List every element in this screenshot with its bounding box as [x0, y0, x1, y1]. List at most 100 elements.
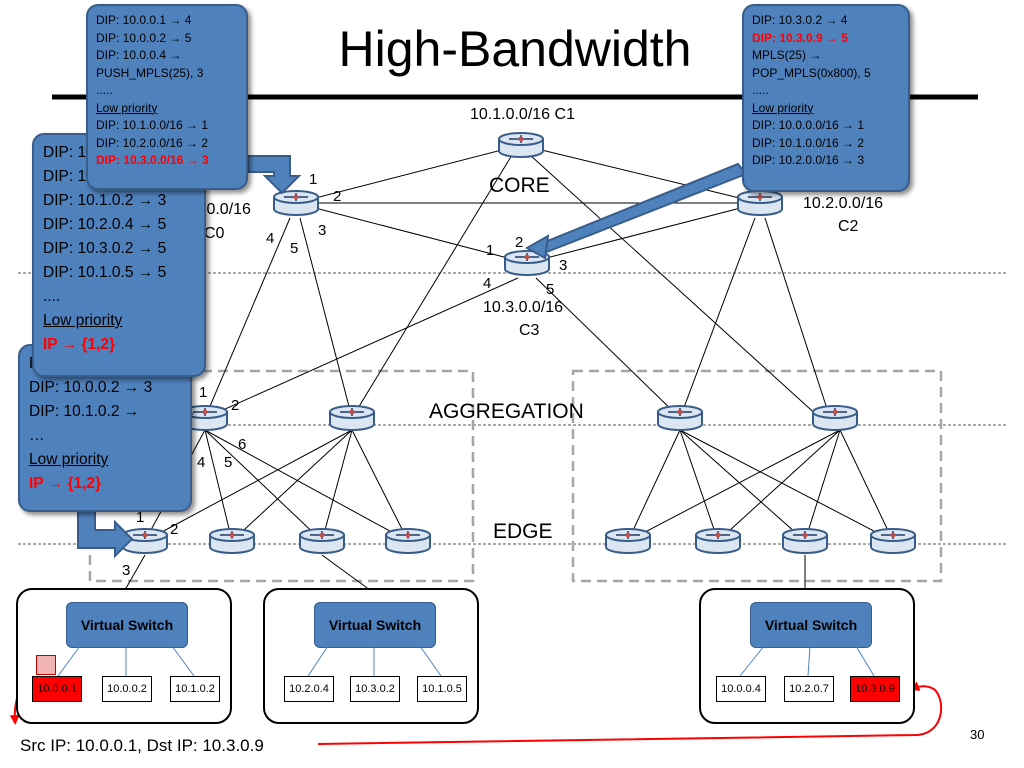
edge-switch: [605, 528, 651, 554]
low-priority-heading: Low priority: [43, 312, 123, 329]
virtual-switch-2: Virtual Switch: [314, 602, 436, 648]
edge-switch: [695, 528, 741, 554]
packet-icon: [36, 655, 56, 675]
packet-destination-arrow: [317, 681, 943, 745]
c0-flow-table: DIP: 10.0.0.1 → 4 DIP: 10.0.0.2 → 5 DIP:…: [86, 4, 248, 190]
c0-prefix-label: .0.0/16: [202, 201, 251, 218]
flow-entry: .....: [96, 83, 113, 97]
highlighted-flow-entry: DIP: 10.3.0.9 → 5: [752, 30, 849, 45]
flow-entry: MPLS(25) →: [752, 48, 822, 62]
flow-entry: ....: [43, 288, 61, 305]
agg-port-4: 4: [197, 454, 206, 471]
flow-entry: DIP: 10.1.0.0/16 → 1: [96, 118, 209, 132]
flow-entry: .....: [752, 83, 769, 97]
c3-name-label: C3: [519, 322, 540, 339]
core-switch-c1: [498, 132, 544, 158]
vm-10-3-0-2: 10.3.0.2: [350, 676, 400, 702]
aggregation-switch: [812, 405, 858, 431]
aggregation-switch: [657, 405, 703, 431]
flow-entry: DIP: 10.0.0.4 →: [96, 48, 182, 62]
edge-port-3: 3: [122, 562, 131, 579]
routers: [122, 132, 916, 554]
links: [124, 144, 894, 591]
vm-10-0-0-2: 10.0.0.2: [102, 676, 152, 702]
edge-port-1: 1: [136, 509, 145, 526]
c3-port-3: 3: [559, 257, 568, 274]
core-switch-c0: [273, 190, 319, 216]
flow-entry: DIP: 10.1.0.2 →: [29, 403, 140, 420]
flow-entry: DIP: 10.0.0.2 → 3: [29, 379, 153, 396]
c0-port-1: 1: [309, 171, 318, 188]
aggregation-switch: [329, 405, 375, 431]
flow-entry: POP_MPLS(0x800), 5: [752, 65, 871, 80]
low-priority-heading: Low priority: [96, 100, 158, 115]
c3-flow-table: DIP: 10.3.0.2 → 4 DIP: 10.3.0.9 → 5 MPLS…: [742, 4, 910, 192]
agg-port-2: 2: [231, 397, 240, 414]
flow-entry: DIP: 10.0.0.2 → 5: [96, 30, 192, 45]
c3-port-1: 1: [486, 242, 495, 259]
c3-prefix-label: 10.3.0.0/16: [483, 299, 564, 316]
core-switch-c3: [504, 250, 550, 276]
flow-entry: PUSH_MPLS(25), 3: [96, 65, 204, 80]
edge-port-2: 2: [170, 521, 179, 538]
low-priority-heading: Low priority: [29, 451, 109, 468]
edge-switch: [385, 528, 431, 554]
vm-10-0-0-4: 10.0.0.4: [716, 676, 766, 702]
pod-right-box: [571, 369, 943, 583]
flow-entry: DIP: 10.1.0.5 → 5: [43, 264, 167, 281]
vm-10-2-0-4: 10.2.0.4: [284, 676, 334, 702]
aggregation-layer-label: AGGREGATION: [429, 400, 584, 423]
c1-label: 10.1.0.0/16 C1: [470, 106, 575, 123]
c0-port-2: 2: [333, 188, 342, 205]
flow-entry: DIP: 10.2.0.0/16 → 2: [96, 135, 209, 150]
packet-header-caption: Src IP: 10.0.0.1, Dst IP: 10.3.0.9: [20, 736, 264, 755]
flow-entry: DIP: 10.2.0.0/16 → 3: [752, 153, 865, 167]
c0-table-arrow: [247, 155, 302, 195]
agg-port-6: 6: [238, 436, 247, 453]
core-switch-c2: [737, 190, 783, 216]
vm-10-1-0-5: 10.1.0.5: [417, 676, 467, 702]
edge-switch: [122, 528, 168, 554]
flow-entry: DIP: 10.3.0.2 → 5: [43, 240, 167, 257]
flow-entry: DIP: 10.1.0.0/16 → 2: [752, 135, 865, 150]
vm-10-3-0-9: 10.3.0.9: [850, 676, 900, 702]
highlighted-flow-entry: IP → {1,2}: [43, 336, 116, 353]
flow-entry: DIP: 10.0.0.0/16 → 1: [752, 118, 865, 132]
highlighted-flow-entry: IP → {1,2}: [29, 475, 102, 492]
c3-port-2: 2: [515, 234, 524, 251]
flow-entry: DIP: 10.0.0.1 → 4: [96, 13, 192, 27]
c3-port-4: 4: [483, 275, 492, 292]
c0-port-5: 5: [290, 240, 299, 257]
c3-port-5: 5: [546, 281, 555, 298]
vm-10-2-0-7: 10.2.0.7: [784, 676, 834, 702]
virtual-switch-1: Virtual Switch: [66, 602, 188, 648]
flow-entry: DIP: 10.1.0.2 → 3: [43, 192, 167, 209]
core-layer-label: CORE: [489, 174, 550, 197]
c0-name-label: C0: [204, 225, 225, 242]
edge-switch: [782, 528, 828, 554]
low-priority-heading: Low priority: [752, 100, 814, 115]
flow-entry: DIP: 10: [43, 168, 95, 185]
highlighted-flow-entry: DIP: 10.3.0.0/16 → 3: [96, 153, 209, 167]
flow-entry: DIP: 10: [43, 144, 95, 161]
c0-port-4: 4: [266, 230, 275, 247]
edge-switch: [870, 528, 916, 554]
flow-entry: …: [29, 427, 45, 444]
virtual-switch-3: Virtual Switch: [750, 602, 872, 648]
flow-entry: DIP: 10.2.0.4 → 5: [43, 216, 167, 233]
c2-name-label: C2: [838, 218, 859, 235]
c2-prefix-label: 10.2.0.0/16: [803, 195, 884, 212]
edge-switch: [299, 528, 345, 554]
vm-10-0-0-1: 10.0.0.1: [32, 676, 82, 702]
agg-port-5: 5: [224, 454, 233, 471]
edge-switch: [209, 528, 255, 554]
c0-port-3: 3: [318, 222, 327, 239]
flow-entry: DIP: 10.3.0.2 → 4: [752, 13, 848, 27]
agg-port-1: 1: [199, 384, 208, 401]
page-number: 30: [970, 727, 985, 742]
vm-10-1-0-2: 10.1.0.2: [170, 676, 220, 702]
slide-title: High-Bandwidth: [338, 21, 692, 77]
edge-layer-label: EDGE: [493, 520, 553, 543]
